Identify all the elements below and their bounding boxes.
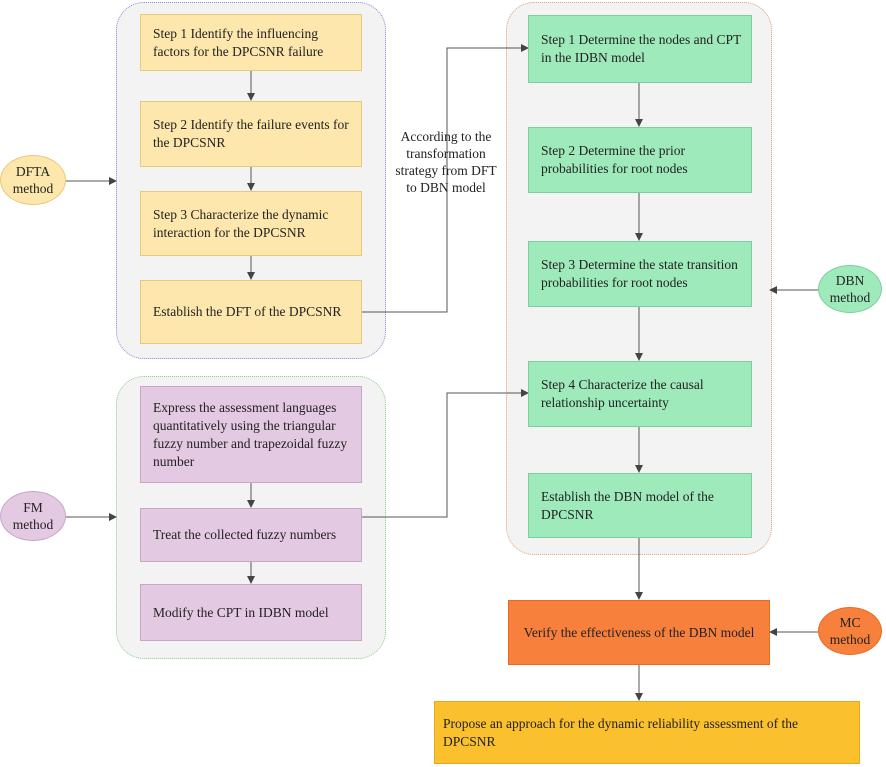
mc-method-label: MC method	[829, 615, 871, 647]
final-box-text: Propose an approach for the dynamic reli…	[443, 715, 799, 749]
dfta-method-label: DFTA method	[12, 164, 54, 196]
dfta-step-4-box: Establish the DFT of the DPCSNR	[140, 280, 362, 344]
fm-step-2-box: Treat the collected fuzzy numbers	[140, 508, 362, 562]
dfta-step-4-text: Establish the DFT of the DPCSNR	[153, 304, 342, 319]
dbn-method-label: DBN method	[829, 273, 871, 305]
fm-step-2-text: Treat the collected fuzzy numbers	[153, 527, 337, 542]
dfta-step-3-box: Step 3 Characterize the dynamic interact…	[140, 191, 362, 256]
verify-box-text: Verify the effectiveness of the DBN mode…	[523, 624, 755, 640]
transform-note: According to the transformation strategy…	[395, 129, 497, 195]
dfta-step-2-box: Step 2 Identify the failure events for t…	[140, 101, 362, 167]
arrow-fm-to-dbn	[362, 389, 529, 518]
dbn-step-1-box: Step 1 Determine the nodes and CPT in th…	[528, 15, 752, 83]
dbn-step-5-text: Establish the DBN model of the DPCSNR	[541, 488, 714, 522]
final-box: Propose an approach for the dynamic reli…	[434, 701, 860, 764]
dbn-step-3-text: Step 3 Determine the state transition pr…	[541, 257, 738, 290]
fm-step-3-text: Modify the CPT in IDBN model	[153, 604, 329, 620]
dfta-step-3-text: Step 3 Characterize the dynamic interact…	[153, 206, 329, 240]
fm-method-label: FM method	[12, 500, 54, 532]
dbn-step-4-box: Step 4 Characterize the causal relations…	[528, 361, 752, 427]
fm-step-1-text: Express the assessment languages quantit…	[153, 399, 348, 469]
dfta-step-1-text: Step 1 Identify the influencing factors …	[153, 25, 324, 59]
dbn-method-oval: DBN method	[818, 265, 882, 313]
dfta-method-oval: DFTA method	[0, 155, 66, 205]
dbn-step-2-text: Step 2 Determine the prior probabilities…	[541, 143, 688, 176]
dfta-step-1-box: Step 1 Identify the influencing factors …	[140, 14, 362, 71]
verify-box: Verify the effectiveness of the DBN mode…	[508, 600, 770, 665]
dbn-step-1-text: Step 1 Determine the nodes and CPT in th…	[541, 32, 741, 65]
arrow-dft-to-dbn	[362, 44, 529, 313]
fm-method-oval: FM method	[0, 491, 66, 541]
mc-method-oval: MC method	[818, 607, 882, 655]
dbn-step-2-box: Step 2 Determine the prior probabilities…	[528, 127, 752, 193]
dfta-step-2-text: Step 2 Identify the failure events for t…	[153, 117, 349, 150]
dbn-step-3-box: Step 3 Determine the state transition pr…	[528, 241, 752, 307]
fm-step-1-box: Express the assessment languages quantit…	[140, 386, 362, 483]
fm-step-3-box: Modify the CPT in IDBN model	[140, 584, 362, 641]
dbn-step-4-text: Step 4 Characterize the causal relations…	[541, 377, 704, 410]
dbn-step-5-box: Establish the DBN model of the DPCSNR	[528, 473, 752, 538]
